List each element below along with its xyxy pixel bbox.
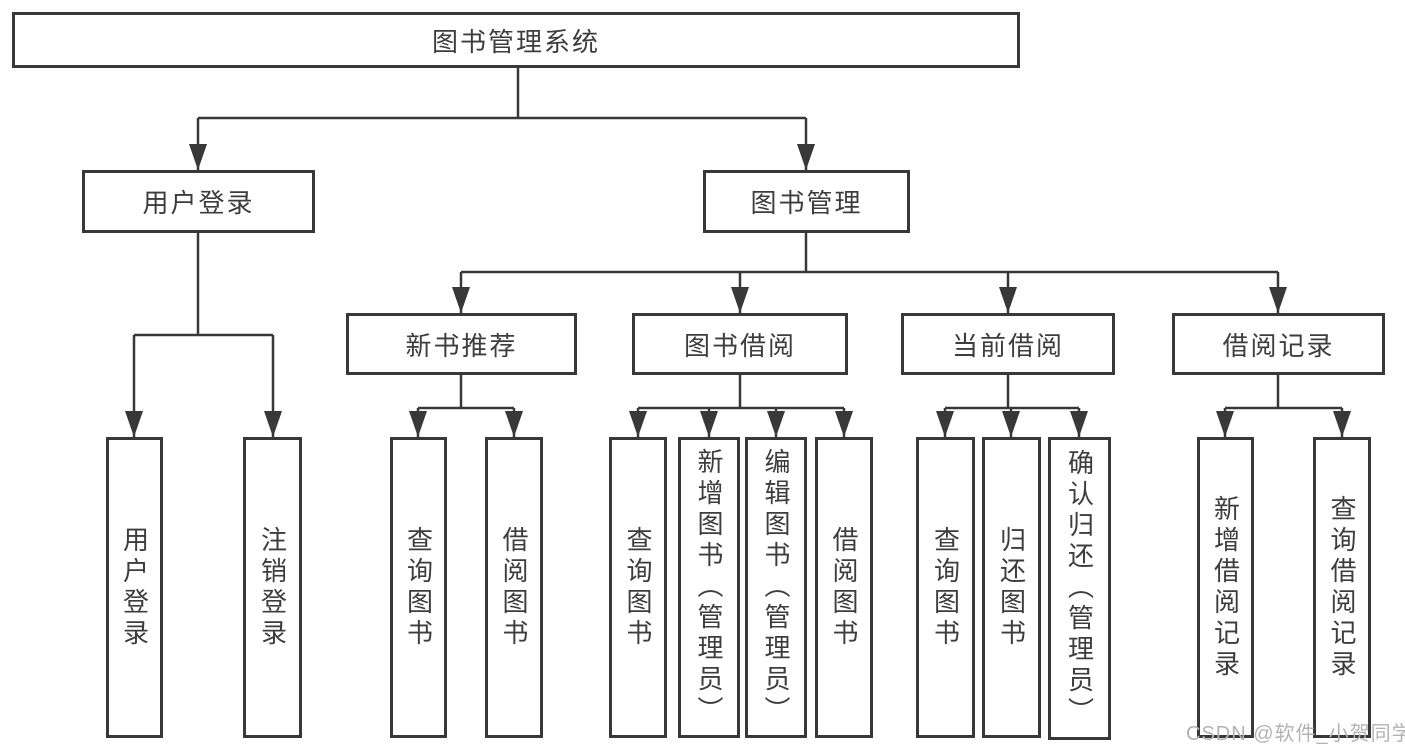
leaf-query-books-current: 查询图书: [916, 437, 975, 738]
leaf-return-books: 归还图书: [982, 437, 1041, 738]
leaf-query-borrow-record: 查询借阅记录: [1313, 437, 1371, 738]
leaf-query-books-recommend: 查询图书: [390, 437, 447, 738]
node-label: 用户登录: [142, 188, 255, 218]
leaf-label: 查询图书: [623, 525, 653, 650]
node-label: 图书借阅: [683, 330, 796, 361]
leaf-label: 借阅图书: [499, 525, 529, 650]
leaf-label: 查询图书: [930, 525, 961, 650]
leaf-label: 注销登录: [257, 525, 288, 650]
leaf-label: 用户登录: [119, 525, 150, 650]
csdn-watermark: CSDN @软件_小贺同学: [1186, 723, 1405, 745]
leaf-edit-books-admin: 编辑图书（管理员）: [745, 437, 807, 738]
node-label: 借阅记录: [1222, 330, 1335, 361]
node-label: 新书推荐: [405, 330, 518, 361]
node-book-borrow: 图书借阅: [632, 313, 848, 375]
leaf-user-login: 用户登录: [106, 437, 163, 738]
leaf-label: 归还图书: [996, 525, 1027, 650]
node-borrow-record: 借阅记录: [1172, 313, 1385, 375]
leaf-label: 借阅图书: [829, 525, 859, 650]
leaf-add-borrow-record: 新增借阅记录: [1197, 437, 1254, 738]
node-label: 当前借阅: [951, 330, 1064, 361]
leaf-add-books-admin: 新增图书（管理员）: [678, 437, 740, 738]
leaf-confirm-return-admin: 确认归还（管理员）: [1048, 437, 1111, 740]
node-new-book-recommend: 新书推荐: [346, 313, 577, 375]
leaf-label: 确认归还（管理员）: [1064, 449, 1095, 728]
leaf-label: 查询借阅记录: [1327, 494, 1357, 681]
leaf-logout: 注销登录: [243, 437, 302, 738]
leaf-label: 查询图书: [403, 525, 434, 650]
node-label: 图书管理系统: [431, 26, 600, 57]
node-book-management: 图书管理: [703, 170, 910, 233]
node-current-borrow: 当前借阅: [901, 313, 1115, 375]
leaf-borrow-books: 借阅图书: [815, 437, 873, 738]
node-user-login: 用户登录: [82, 170, 315, 233]
leaf-query-books-borrow: 查询图书: [609, 437, 667, 738]
node-library-management-system: 图书管理系统: [12, 12, 1020, 68]
node-label: 图书管理: [750, 188, 863, 218]
leaf-borrow-books-recommend: 借阅图书: [485, 437, 543, 738]
leaf-label: 新增图书（管理员）: [694, 448, 724, 727]
leaf-label: 编辑图书（管理员）: [761, 448, 791, 727]
leaf-label: 新增借阅记录: [1210, 494, 1241, 681]
